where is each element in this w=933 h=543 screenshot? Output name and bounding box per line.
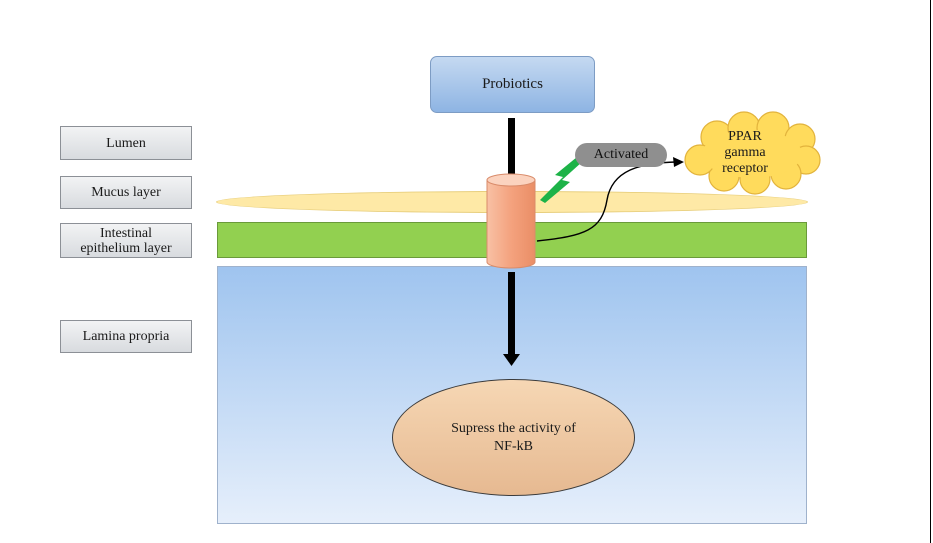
mucus-layer-label: Mucus layer xyxy=(60,176,192,209)
epithelium-label-line2: epithelium layer xyxy=(80,240,172,256)
lumen-label: Lumen xyxy=(60,126,192,160)
mucus-layer-label-text: Mucus layer xyxy=(91,185,161,200)
lamina-propria-label-text: Lamina propria xyxy=(82,329,170,344)
epithelium-label-line1: Intestinal xyxy=(99,225,153,241)
receptor-channel xyxy=(486,173,536,269)
page-right-border xyxy=(930,0,931,543)
suppress-line1: Supress the activity of xyxy=(451,420,576,436)
ppar-gamma-receptor-label: PPAR gamma receptor xyxy=(700,129,790,177)
lightning-bolt-icon xyxy=(540,157,582,203)
lumen-label-text: Lumen xyxy=(106,135,146,151)
ppar-line2: gamma xyxy=(724,145,766,160)
activated-badge: Activated xyxy=(575,143,667,167)
probiotics-node: Probiotics xyxy=(430,56,595,113)
arrow-receptor-to-ppar xyxy=(536,157,684,242)
suppress-line2: NF-kB xyxy=(494,438,533,454)
epithelium-layer-label: Intestinal epithelium layer xyxy=(60,223,192,258)
ppar-line3: receptor xyxy=(722,161,768,176)
activated-text: Activated xyxy=(593,147,649,162)
arrow-receptor-to-suppress xyxy=(503,272,520,366)
ppar-line1: PPAR xyxy=(728,129,762,144)
ppar-cloud xyxy=(684,111,821,195)
suppress-nfkb-node: Supress the activity of NF-kB xyxy=(392,379,635,496)
lamina-propria-label: Lamina propria xyxy=(60,320,192,353)
probiotics-text: Probiotics xyxy=(482,76,543,92)
